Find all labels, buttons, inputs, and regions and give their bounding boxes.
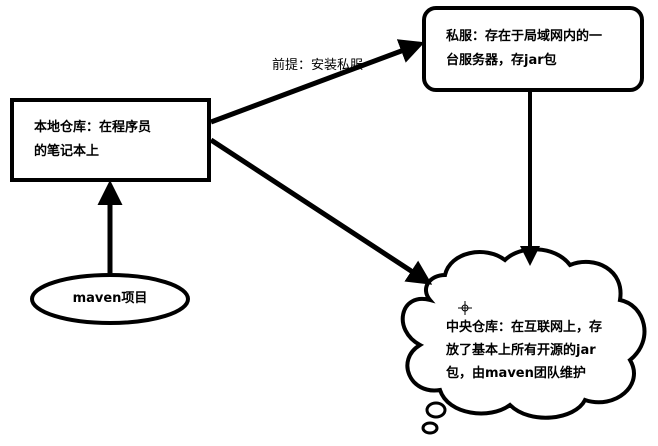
local-repo-line1: 本地仓库：在程序员 [34, 120, 152, 135]
central-repo-line1: 中央仓库：在互联网上，存 [446, 320, 603, 335]
local-repo-box [10, 98, 211, 182]
central-repo-line3: 包，由maven团队维护 [446, 366, 586, 381]
edge-label-install-private: 前提：安装私服 [272, 58, 364, 73]
local-repo-label: 本地仓库：在程序员 的笔记本上 [34, 116, 204, 164]
cursor-crosshair-icon [458, 301, 472, 315]
private-repo-line2: 台服务器，存jar包 [446, 53, 557, 68]
local-repo-line2: 的笔记本上 [34, 144, 100, 159]
central-repo-line2: 放了基本上所有开源的jar [446, 343, 596, 358]
arrow-local-to-private [210, 39, 425, 125]
thought-bubble-2 [421, 421, 439, 435]
thought-bubble-1 [425, 401, 447, 419]
maven-project-ellipse [30, 273, 190, 325]
central-repo-label: 中央仓库：在互联网上，存 放了基本上所有开源的jar 包，由maven团队维护 [446, 316, 621, 385]
private-repo-label: 私服：存在于局域网内的一 台服务器，存jar包 [446, 25, 636, 73]
arrow-local-to-central [209, 137, 433, 285]
maven-project-label: maven项目 [72, 291, 148, 306]
central-repo-cloud [400, 247, 647, 420]
private-repo-line1: 私服：存在于局域网内的一 [446, 29, 603, 44]
